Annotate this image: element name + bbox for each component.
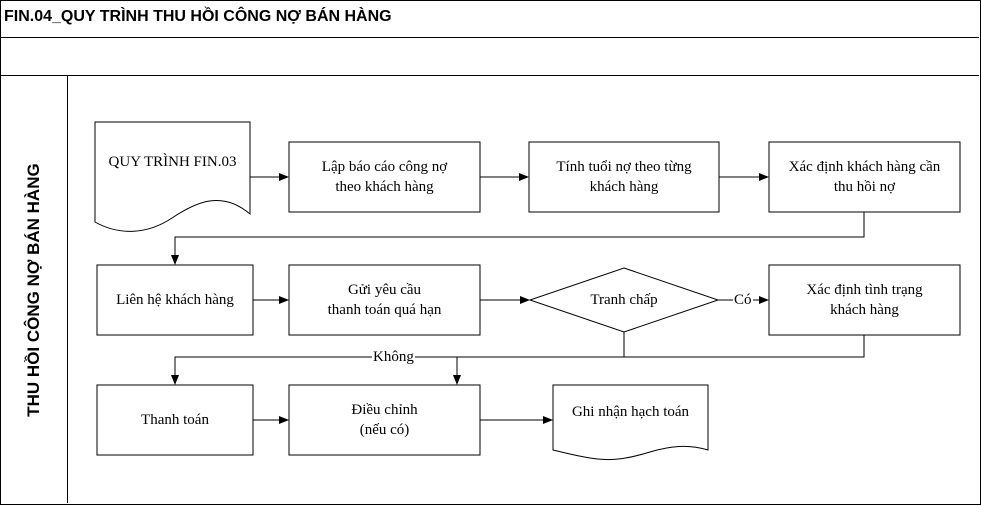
ref-doc-label: QUY TRÌNH FIN.03 [108, 154, 237, 170]
customer-status-box [768, 264, 961, 336]
page-title: FIN.04_QUY TRÌNH THU HỒI CÔNG NỢ BÁN HÀN… [4, 8, 392, 25]
header-spacer-row [0, 38, 979, 76]
send-request-label: Gửi yêu cầu thanh toán quá hạn [327, 282, 442, 318]
debt-report-label: Lập báo cáo công nợ theo khách hàng [321, 159, 448, 195]
identify-customers-box [768, 141, 961, 213]
record-accounting-shape [552, 384, 709, 461]
dispute-label: Tranh chấp [590, 292, 658, 308]
swimlane-label-column [0, 76, 68, 503]
debt-age-label: Tính tuổi nợ theo từng khách hàng [556, 159, 692, 195]
contact-customer-label: Liên hệ khách hàng [116, 292, 234, 308]
payment-box [96, 384, 254, 456]
connector-identify-to-contact [171, 212, 865, 265]
yes-edge-label: Có [733, 292, 753, 308]
title-bar: FIN.04_QUY TRÌNH THU HỒI CÔNG NỢ BÁN HÀN… [0, 0, 979, 38]
adjustment-box [288, 384, 481, 456]
identify-customers-label: Xác định khách hàng cần thu hồi nợ [788, 159, 941, 195]
send-request-box [288, 264, 481, 336]
record-accounting-label: Ghi nhận hạch toán [571, 404, 690, 420]
payment-label: Thanh toán [141, 412, 209, 428]
no-edge-label: Không [372, 349, 415, 365]
ref-doc-shape [94, 121, 251, 232]
debt-age-box [528, 141, 720, 213]
customer-status-label: Xác định tình trạng khách hàng [806, 282, 923, 318]
connector-status-to-adjust [453, 335, 865, 385]
adjustment-label: Điều chỉnh (nếu có) [351, 402, 418, 438]
debt-report-box [288, 141, 481, 213]
